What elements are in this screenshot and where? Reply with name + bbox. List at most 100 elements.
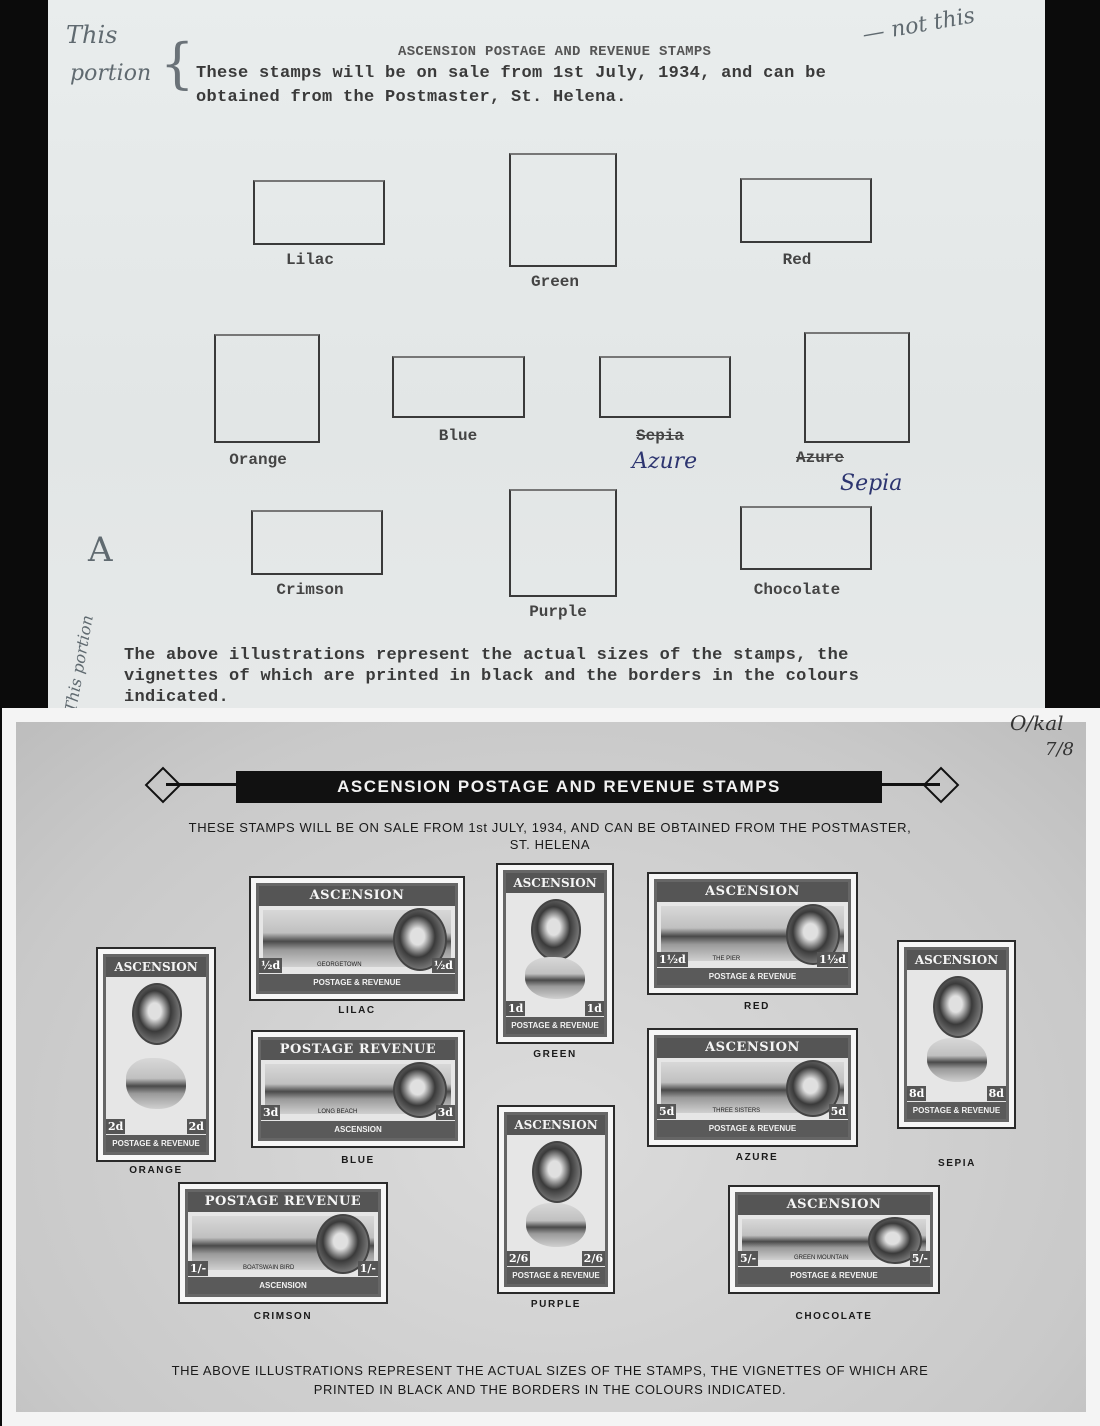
handwritten-letter-a: A <box>88 530 113 570</box>
handwritten-this: This <box>66 21 118 49</box>
stamp-placeholder-lilac <box>253 180 385 245</box>
stamp-colour-label: SEPIA <box>937 1158 977 1169</box>
island-map-icon <box>525 956 585 999</box>
label-orange: Orange <box>229 451 287 469</box>
label-chocolate: Chocolate <box>753 581 841 599</box>
stamp-denomination-right: 2d <box>186 1119 206 1134</box>
stamp-denomination-left: 5/- <box>738 1251 759 1266</box>
stamp-denomination-right: 1/- <box>357 1261 378 1276</box>
stamp-header: ASCENSION <box>738 1195 930 1215</box>
stamp-colour-label: CHOCOLATE <box>795 1311 873 1322</box>
stamp-denomination-left: 1d <box>506 1001 526 1016</box>
island-map-icon <box>526 1202 586 1247</box>
stamp-orange: ASCENSION POSTAGE & REVENUE 2d 2d <box>96 947 216 1162</box>
stamp-colour-label: RED <box>744 1001 770 1012</box>
handwritten-portion: portion <box>70 61 152 86</box>
label-sepia-struck: Sepia <box>635 427 685 445</box>
stamp-header: ASCENSION <box>907 950 1006 970</box>
stamp-header: ASCENSION <box>657 882 848 902</box>
stamp-footer: POSTAGE & REVENUE <box>259 974 455 991</box>
banner-rule-right <box>878 783 940 786</box>
handwritten-sepia-correction: Sepia <box>840 471 903 496</box>
stamp-footer: POSTAGE & REVENUE <box>907 1102 1006 1119</box>
king-portrait-icon <box>132 983 182 1045</box>
draft-intro-line1: These stamps will be on sale from 1st Ju… <box>196 64 827 83</box>
stamp-placeholder-purple <box>509 489 617 597</box>
stamp-header: ASCENSION <box>507 1115 605 1135</box>
stamp-header: POSTAGE REVENUE <box>261 1040 455 1060</box>
stamp-caption: BOATSWAIN BIRD <box>243 1265 295 1271</box>
stamp-colour-label: AZURE <box>735 1152 779 1163</box>
stamp-frame: ASCENSION POSTAGE & REVENUE 2d 2d <box>103 954 209 1155</box>
stamp-denomination-left: 1½d <box>657 952 688 967</box>
stamp-placeholder-crimson <box>251 510 383 575</box>
draft-title: ASCENSION POSTAGE AND REVENUE STAMPS <box>398 44 712 60</box>
stamp-frame: ASCENSION POSTAGE & REVENUE 8d 8d <box>904 947 1009 1122</box>
stamp-denomination-left: 3d <box>261 1105 281 1120</box>
stamp-frame: ASCENSION POSTAGE & REVENUE 1d 1d <box>503 870 607 1037</box>
island-map-icon <box>926 1037 987 1082</box>
label-azure-struck: Azure <box>795 449 845 467</box>
handwritten-azure-correction: Azure <box>632 449 698 474</box>
stamp-placeholder-azure <box>804 332 910 443</box>
stamp-caption: THE PIER <box>712 956 741 962</box>
stamp-green: ASCENSION POSTAGE & REVENUE 1d 1d <box>496 863 614 1044</box>
handwritten-okay: O/kal <box>1010 711 1064 735</box>
card-subtitle-line1: THESE STAMPS WILL BE ON SALE FROM 1st JU… <box>188 820 912 835</box>
stamp-denomination-right: ½d <box>431 958 455 973</box>
stamp-denomination-left: 2/6 <box>507 1251 531 1266</box>
stamp-denomination-right: 1½d <box>817 952 848 967</box>
stamp-placeholder-blue <box>392 356 525 418</box>
stamp-purple: ASCENSION POSTAGE & REVENUE 2/6 2/6 <box>497 1105 615 1294</box>
label-lilac: Lilac <box>285 251 335 269</box>
stamp-colour-label: LILAC <box>338 1005 376 1016</box>
stamp-placeholder-red <box>740 178 872 243</box>
stamp-denomination-left: 1/- <box>188 1261 209 1276</box>
label-red: Red <box>782 251 812 269</box>
stamp-denomination-right: 3d <box>435 1105 455 1120</box>
stamp-placeholder-chocolate <box>740 506 872 570</box>
king-portrait-icon <box>393 908 447 971</box>
card-footer-line1: THE ABOVE ILLUSTRATIONS REPRESENT THE AC… <box>171 1363 929 1378</box>
draft-outro-line1: The above illustrations represent the ac… <box>124 646 849 665</box>
stamp-denomination-right: 5d <box>828 1104 848 1119</box>
king-portrait-icon <box>932 976 983 1038</box>
stamp-caption: LONG BEACH <box>318 1109 358 1115</box>
stamp-denomination-right: 1d <box>584 1001 604 1016</box>
stamp-denomination-right: 5/- <box>909 1251 930 1266</box>
stamp-footer: POSTAGE & REVENUE <box>657 1120 848 1137</box>
stamp-placeholder-green <box>509 153 617 267</box>
stamp-denomination-right: 2/6 <box>581 1251 605 1266</box>
stamp-caption: GREEN MOUNTAIN <box>794 1255 849 1261</box>
stamp-chocolate: ASCENSION GREEN MOUNTAIN POSTAGE & REVENU… <box>728 1185 940 1294</box>
draft-intro-line2: obtained from the Postmaster, St. Helena… <box>196 88 627 107</box>
stamp-colour-label: PURPLE <box>530 1299 582 1310</box>
stamp-footer: POSTAGE & REVENUE <box>738 1267 930 1284</box>
draft-outro-line3: indicated. <box>124 688 230 707</box>
card-subtitle-line2: ST. HELENA <box>509 837 591 852</box>
king-portrait-icon <box>532 1141 582 1203</box>
stamp-frame: ASCENSION GREEN MOUNTAIN POSTAGE & REVENU… <box>735 1192 933 1287</box>
king-portrait-icon <box>531 899 581 961</box>
stamp-footer: ASCENSION <box>188 1277 378 1294</box>
stamp-caption: GEORGETOWN <box>317 962 362 968</box>
stamp-header: ASCENSION <box>106 957 206 977</box>
stamp-colour-label: GREEN <box>533 1049 577 1060</box>
stamp-denomination-left: 5d <box>657 1104 677 1119</box>
stamp-denomination-left: 2d <box>106 1119 126 1134</box>
stamp-colour-label: CRIMSON <box>253 1311 313 1322</box>
stamp-denomination-right: 8d <box>986 1086 1006 1101</box>
stamp-header: ASCENSION <box>506 873 604 893</box>
island-map-icon <box>126 1058 186 1110</box>
label-purple: Purple <box>529 603 587 621</box>
